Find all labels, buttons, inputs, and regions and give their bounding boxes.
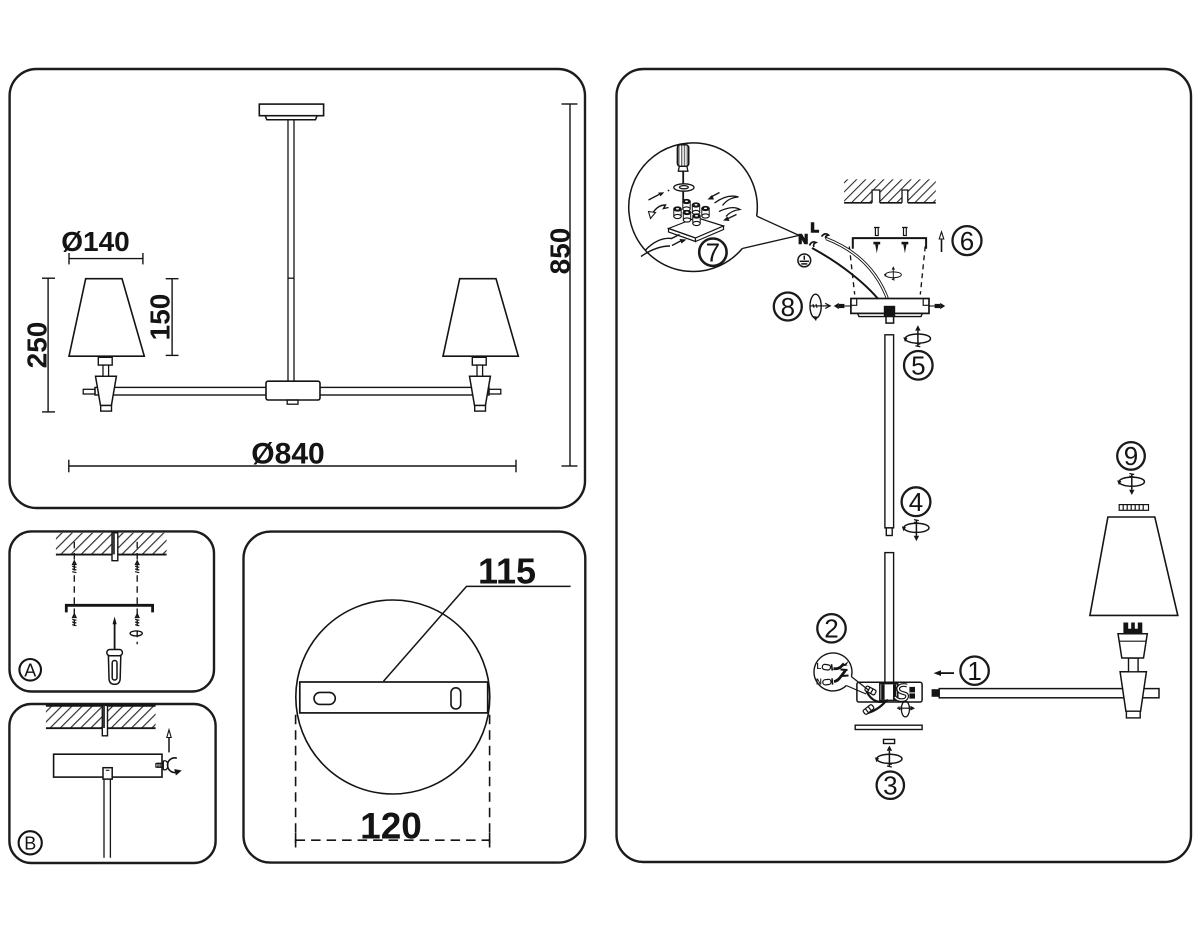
svg-text:L: L [811,220,819,235]
svg-text:6: 6 [960,226,974,256]
svg-text:1: 1 [967,656,981,686]
svg-text:120: 120 [360,805,422,846]
svg-text:Ø140: Ø140 [61,226,130,257]
svg-text:250: 250 [22,322,53,369]
svg-text:N: N [799,231,808,246]
svg-text:N: N [816,678,822,687]
svg-text:3: 3 [883,771,897,801]
svg-text:4: 4 [909,487,923,517]
svg-text:Ø840: Ø840 [251,438,324,471]
svg-text:150: 150 [144,294,175,341]
svg-text:B: B [24,834,36,854]
svg-text:115: 115 [478,551,536,592]
svg-text:9: 9 [1124,441,1138,471]
svg-text:2: 2 [824,614,838,644]
svg-text:A: A [24,660,36,680]
svg-text:850: 850 [545,228,576,275]
svg-text:L: L [817,662,822,671]
svg-text:8: 8 [781,292,795,322]
svg-text:5: 5 [911,351,925,381]
svg-text:7: 7 [706,238,720,268]
